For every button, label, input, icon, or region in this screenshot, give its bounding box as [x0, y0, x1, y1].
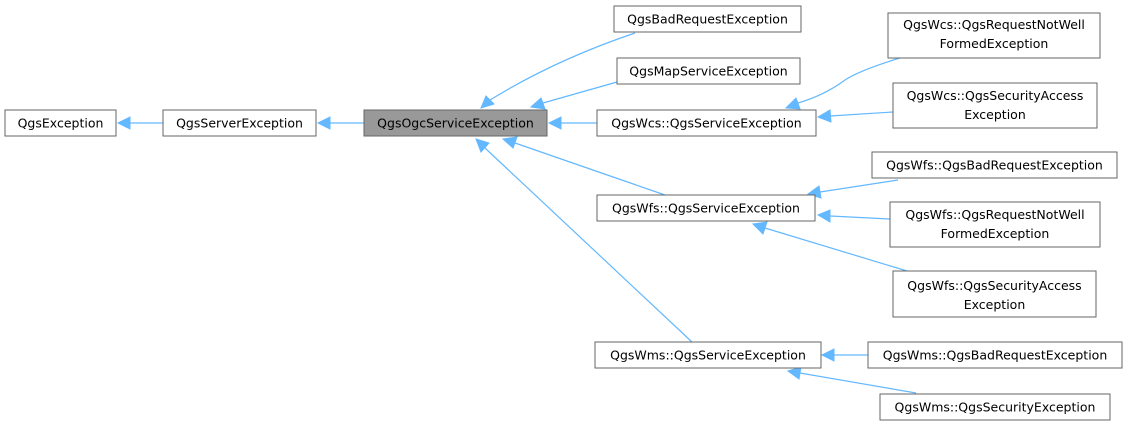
node-qgs-ogc-service-exception[interactable]: QgsOgcServiceException	[363, 109, 548, 137]
node-wfs-bad-request-exception[interactable]: QgsWfs::QgsBadRequestException	[871, 151, 1118, 179]
node-wcs-service-exception[interactable]: QgsWcs::QgsServiceException	[596, 109, 817, 137]
arrowhead-ogc-from-wfs	[501, 136, 518, 149]
node-wfs-security-access-exception[interactable]: QgsWfs::QgsSecurityAccess Exception	[892, 270, 1097, 318]
edge-wms-security-to-wms	[799, 372, 917, 394]
node-wfs-request-not-well-formed-exception[interactable]: QgsWfs::QgsRequestNotWell FormedExceptio…	[889, 201, 1101, 248]
node-label: QgsWfs::QgsBadRequestException	[886, 158, 1103, 173]
node-qgs-bad-request-exception[interactable]: QgsBadRequestException	[613, 5, 802, 33]
node-label: QgsOgcServiceException	[377, 116, 534, 131]
edge-wcs-security-to-wcs	[829, 111, 894, 117]
edge-wfs-security-to-wfs	[764, 227, 908, 272]
arrowhead-wfs-from-notwell	[816, 209, 831, 223]
edge-mapservice-to-ogc	[542, 81, 618, 104]
node-label-line-2: FormedException	[941, 226, 1050, 241]
node-label-line-1: QgsWcs::QgsSecurityAccess	[907, 88, 1084, 103]
arrowhead-wms-from-badrequest	[820, 348, 835, 362]
node-label: QgsServerException	[176, 116, 303, 131]
arrowhead-wcs-from-notwell	[784, 97, 801, 110]
node-label: QgsWms::QgsBadRequestException	[883, 348, 1108, 363]
edge-wfs-notwell-to-wfs	[829, 215, 891, 220]
node-wms-bad-request-exception[interactable]: QgsWms::QgsBadRequestException	[867, 341, 1123, 369]
arrowhead-ogc-from-wms	[475, 138, 490, 153]
node-label: QgsWcs::QgsServiceException	[611, 116, 801, 131]
edge-wfs-to-ogc	[514, 142, 666, 196]
node-wms-service-exception[interactable]: QgsWms::QgsServiceException	[594, 341, 822, 369]
edges	[116, 32, 917, 394]
edge-wms-to-ogc	[484, 147, 693, 343]
node-label-line-1: QgsWfs::QgsRequestNotWell	[905, 207, 1084, 222]
node-label: QgsWms::QgsSecurityException	[895, 400, 1096, 415]
node-label: QgsException	[18, 116, 104, 131]
node-wfs-service-exception[interactable]: QgsWfs::QgsServiceException	[596, 194, 816, 222]
edge-wfs-badrequest-to-wfs	[819, 179, 899, 193]
arrowhead-wfs-from-security	[751, 221, 768, 235]
node-label-line-2: Exception	[964, 297, 1026, 312]
node-qgs-exception[interactable]: QgsException	[4, 109, 117, 137]
arrowhead-server	[316, 116, 331, 130]
node-qgs-server-exception[interactable]: QgsServerException	[162, 109, 317, 137]
node-wcs-security-access-exception[interactable]: QgsWcs::QgsSecurityAccess Exception	[892, 82, 1098, 129]
node-label-line-1: QgsWcs::QgsRequestNotWell	[903, 17, 1085, 32]
node-label-line-2: Exception	[964, 107, 1026, 122]
node-label: QgsWfs::QgsServiceException	[612, 201, 800, 216]
node-label-line-2: FormedException	[940, 36, 1049, 51]
edge-badrequest-to-ogc	[489, 32, 636, 101]
arrowhead-wcs-from-security	[816, 109, 832, 123]
node-label: QgsBadRequestException	[627, 12, 788, 27]
arrowhead-ogc-from-badrequest	[480, 95, 495, 109]
arrowhead-wms-from-security	[786, 366, 802, 380]
arrowhead-ogc-from-mapservice	[529, 97, 546, 110]
node-wcs-request-not-well-formed-exception[interactable]: QgsWcs::QgsRequestNotWell FormedExceptio…	[887, 12, 1101, 59]
nodes: QgsException QgsServerException QgsOgcSe…	[4, 5, 1123, 421]
node-label: QgsMapServiceException	[629, 64, 787, 79]
arrowhead-exception	[116, 116, 131, 130]
node-label: QgsWms::QgsServiceException	[610, 348, 806, 363]
node-wms-security-exception[interactable]: QgsWms::QgsSecurityException	[879, 393, 1111, 421]
arrowhead-ogc-from-wcs	[547, 116, 562, 130]
node-label-line-1: QgsWfs::QgsSecurityAccess	[907, 278, 1081, 293]
node-qgs-map-service-exception[interactable]: QgsMapServiceException	[616, 57, 801, 85]
edge-wcs-notwell-to-wcs	[797, 56, 904, 104]
